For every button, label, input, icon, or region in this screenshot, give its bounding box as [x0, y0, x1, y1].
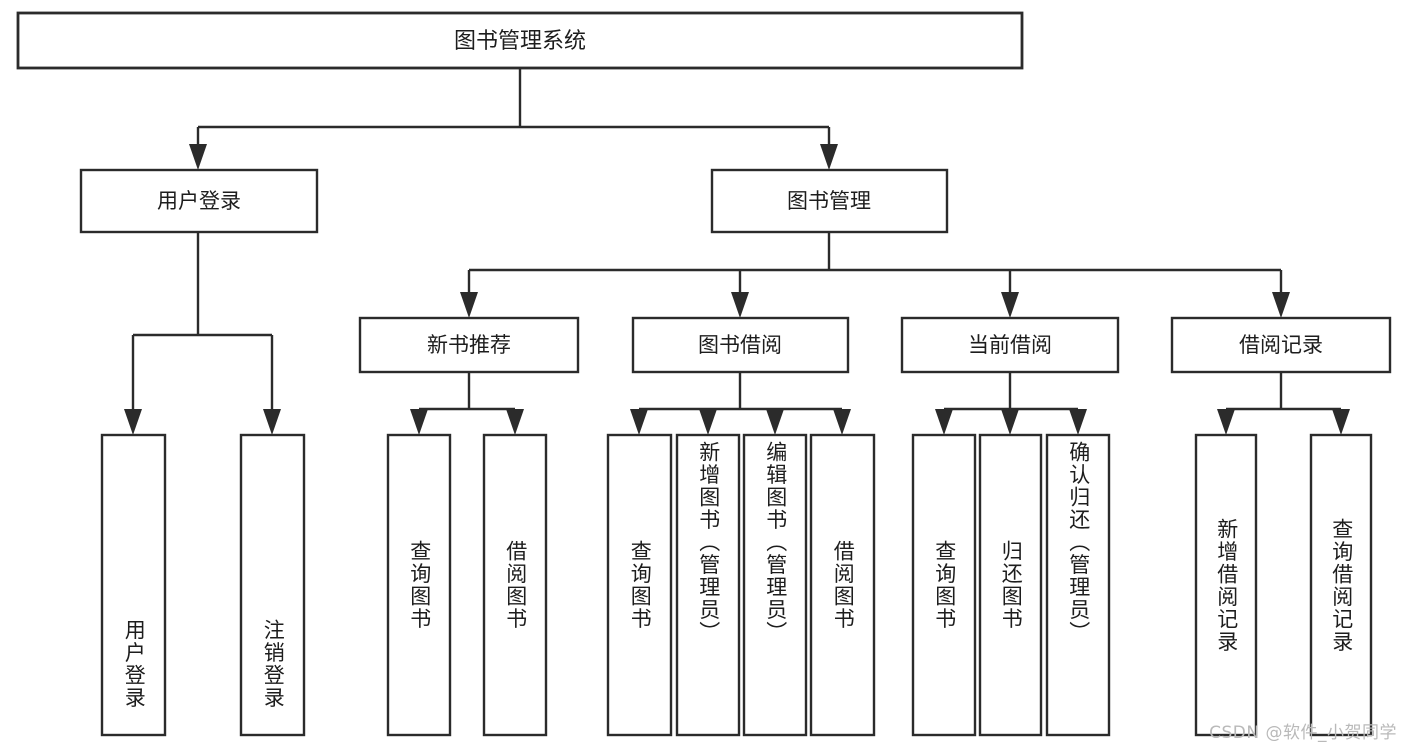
leaf-box-confirm-return[interactable]: [1045, 433, 1111, 737]
node-borrow-records-box[interactable]: [1170, 316, 1392, 374]
arrow-head-leaf-query-book-a: [410, 409, 428, 435]
node-current-borrow-label: 当前借阅: [968, 333, 1052, 357]
arrow-head-leaf-user-login: [124, 409, 142, 435]
node-new-book-recommend-box[interactable]: [358, 316, 580, 374]
arrow-head-leaf-edit-book: [766, 409, 784, 435]
node-root[interactable]: 图书管理系统: [16, 11, 1024, 70]
arrow-head-leaf-return-book: [1001, 409, 1019, 435]
node-new-book-recommend-label: 新书推荐: [427, 333, 511, 357]
node-book-borrow-box[interactable]: [631, 316, 850, 374]
arrow-head-leaf-query-record: [1332, 409, 1350, 435]
node-book-borrow-label: 图书借阅: [698, 333, 782, 357]
node-borrow-records[interactable]: 借阅记录: [1170, 316, 1392, 374]
node-new-book-recommend[interactable]: 新书推荐: [358, 316, 580, 374]
arrow-head-book-mgmt: [820, 144, 838, 170]
node-book-management[interactable]: 图书管理: [710, 168, 949, 234]
arrow-head-user-login: [189, 144, 207, 170]
leaf-box-borrow-book-a[interactable]: [482, 433, 548, 737]
node-root-box[interactable]: [16, 11, 1024, 70]
node-book-borrow[interactable]: 图书借阅: [631, 316, 850, 374]
arrow-head-borrow: [731, 292, 749, 318]
leaf-box-logout[interactable]: [239, 433, 306, 737]
arrow-head-records: [1272, 292, 1290, 318]
arrow-head-leaf-add-book: [699, 409, 717, 435]
node-borrow-records-label: 借阅记录: [1239, 333, 1323, 357]
arrow-head-leaf-query-book-c: [935, 409, 953, 435]
arrow-head-leaf-borrow-book-b: [833, 409, 851, 435]
csdn-watermark: CSDN @软件_小贺同学: [1209, 723, 1397, 743]
node-current-borrow[interactable]: 当前借阅: [900, 316, 1120, 374]
arrow-head-new-book: [460, 292, 478, 318]
arrow-head-current: [1001, 292, 1019, 318]
leaf-box-query-record[interactable]: [1309, 433, 1373, 737]
leaf-box-edit-book[interactable]: [742, 433, 808, 737]
leaf-box-return-book[interactable]: [978, 433, 1043, 737]
arrow-head-leaf-borrow-book-a: [506, 409, 524, 435]
node-book-management-box[interactable]: [710, 168, 949, 234]
leaf-box-query-book-a[interactable]: [386, 433, 452, 737]
leaf-box-add-record[interactable]: [1194, 433, 1258, 737]
leaf-box-query-book-c[interactable]: [911, 433, 977, 737]
arrow-head-leaf-confirm-return: [1069, 409, 1087, 435]
node-current-borrow-box[interactable]: [900, 316, 1120, 374]
leaf-box-query-book-b[interactable]: [606, 433, 673, 737]
leaf-box-add-book[interactable]: [675, 433, 741, 737]
arrow-head-leaf-query-book-b: [630, 409, 648, 435]
node-user-login-box[interactable]: [79, 168, 319, 234]
connector-group: [124, 68, 1350, 435]
leaf-box-user-login[interactable]: [100, 433, 167, 737]
node-root-label: 图书管理系统: [454, 29, 586, 54]
arrow-head-leaf-logout: [263, 409, 281, 435]
node-user-login-label: 用户登录: [157, 189, 241, 213]
node-user-login[interactable]: 用户登录: [79, 168, 319, 234]
leaf-box-borrow-book-b[interactable]: [809, 433, 876, 737]
arrow-head-leaf-add-record: [1217, 409, 1235, 435]
node-book-management-label: 图书管理: [787, 189, 871, 213]
